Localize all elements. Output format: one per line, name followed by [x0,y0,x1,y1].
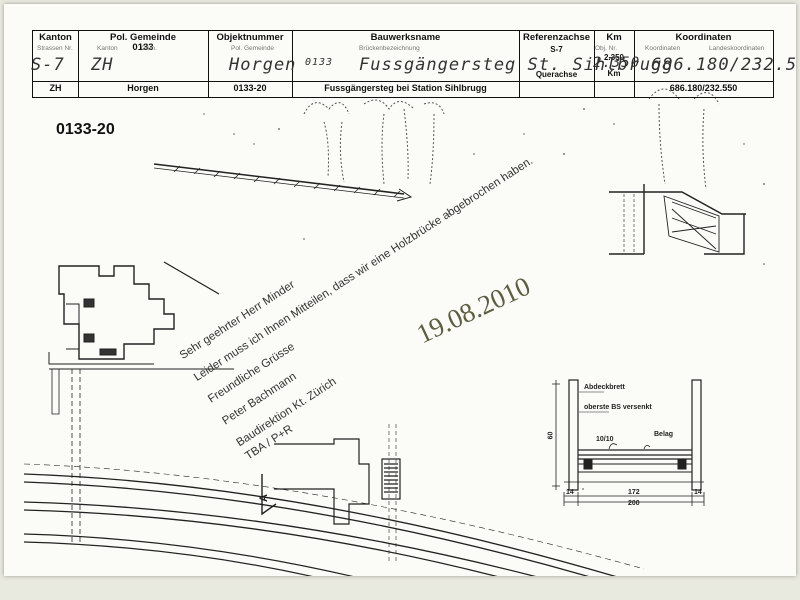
underprint-label: Koordinaten [645,45,681,52]
section-dim-middle: 172 [628,489,640,496]
col-value: Fussgängersteg bei Station Sihlbrugg [324,83,487,93]
title-block-col-bauwerksname: Bauwerksname Fussgängersteg bei Station … [292,31,520,97]
underprint-label: Strassen Nr. [37,45,73,52]
col-value: 0133-20 [233,83,267,93]
section-label-belag: Belag [654,431,674,438]
underprint-label: Obj. Nr. [595,45,618,52]
handwritten-bauwerksname: Fussgängersteg St. Sihlbrugg [359,55,674,75]
section-dim-right: 14 [694,489,702,496]
title-block-col-objektnummer: Objektnummer 0133-20 [208,31,293,97]
handwritten-gem-nr: 0133 [305,57,334,68]
section-label-10-10: 10/10 [596,436,614,443]
col-sub: S-7 [550,45,563,54]
handwritten-koordinaten: 686.180/232.5 [651,55,796,75]
tree-sketch [303,99,445,185]
technical-drawing [23,88,765,576]
abutment-sketch [648,88,720,190]
plan-outline [58,265,175,360]
col-value: Horgen [127,83,159,93]
col-label: Km [606,32,622,43]
section-dim-total: 200 [628,500,640,507]
col-value: Km [607,69,621,78]
cross-section-drawing [552,379,705,506]
section-dim-left: 14 [566,489,574,496]
station-building [274,438,370,525]
col-label: Objektnummer [216,32,284,43]
title-block-col-kanton: Kanton ZH [33,31,79,97]
title-block-col-koordinaten: Koordinaten 686.180/232.550 [634,31,773,97]
underprint-label: Landeskoordinaten [709,45,765,52]
col-sub: 2.350 [603,53,625,62]
section-marker-a: A [257,494,270,502]
section-label-abdeckbrett: Abdeckbrett [584,384,625,391]
title-block-col-gemeinde: Pol. Gemeinde 0133 Horgen [78,31,209,97]
object-number-title: 0133-20 [56,121,115,138]
title-block-divider [33,81,773,82]
underprint-label: Gem. [141,45,157,52]
title-block-table: Kanton ZH Pol. Gemeinde 0133 Horgen Obje… [31,30,796,98]
col-label: Kanton [39,32,72,43]
railway-track [23,473,617,576]
underprint-label: Brückenbezeichnung [359,45,420,52]
underprint-label: Kanton [97,45,118,52]
col-label: Koordinaten [675,32,732,43]
handwritten-gemeinde: Horgen [229,55,297,75]
scanned-drawing-sheet: Kanton ZH Pol. Gemeinde 0133 Horgen Obje… [4,4,796,576]
handwritten-kanton: ZH [91,55,114,75]
section-dim-height: 60 [547,431,555,440]
handwritten-strasse: S-7 [31,55,65,75]
handwritten-km: 2.350 [593,55,641,71]
section-label-bs: oberste BS versenkt [584,404,652,411]
title-block-col-referenzachse: Referenzachse S-7 Querachse [519,31,595,97]
title-block-col-km: Km 2.350 Km [594,31,635,97]
underprint-label: Pol. Gemeinde [231,45,274,52]
col-label: Referenzachse [522,32,591,43]
col-value: 686.180/232.550 [669,83,738,93]
col-label: Pol. Gemeinde 0133 [110,32,176,53]
col-value: Querachse [535,70,578,79]
col-label: Bauwerksname [370,32,441,43]
col-value: ZH [49,83,62,93]
